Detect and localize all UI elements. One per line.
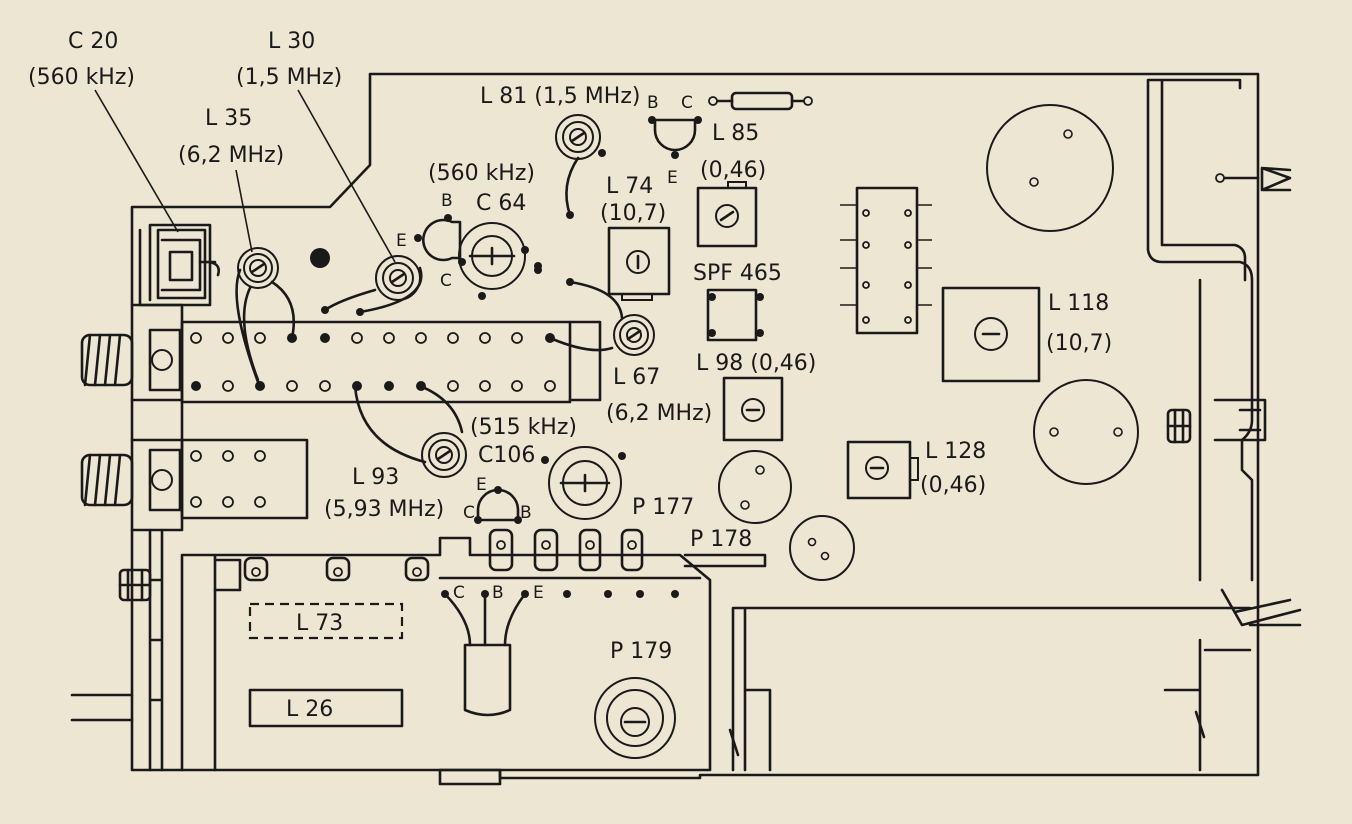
pin-b-top: B xyxy=(647,93,659,113)
solder-lugs xyxy=(243,528,644,582)
label-l93-freq: (5,93 MHz) xyxy=(324,497,444,522)
pin-c-module: C xyxy=(453,583,465,603)
antenna-socket-upper xyxy=(80,333,134,387)
shaft xyxy=(70,693,134,722)
coil-l98 xyxy=(722,376,784,442)
filter-spf465 xyxy=(706,288,758,342)
pin-c-left: C xyxy=(440,271,452,291)
capacitor-small xyxy=(789,515,855,581)
coil-l30 xyxy=(375,255,421,301)
terminal-strip-holes xyxy=(190,332,556,392)
pin-b-left: B xyxy=(441,191,453,211)
capacitor-center xyxy=(718,450,792,524)
left-socket-frame xyxy=(130,303,184,532)
label-l128: L 128 xyxy=(925,439,986,464)
chassis-outline xyxy=(130,72,1260,780)
label-l35: L 35 xyxy=(205,106,252,131)
pin-b-bottom: B xyxy=(520,503,532,523)
label-c64: C 64 xyxy=(476,191,526,216)
label-c64-freq: (560 kHz) xyxy=(428,161,535,186)
label-l98: L 98 (0,46) xyxy=(696,351,816,376)
transistor-bottom xyxy=(474,486,522,524)
right-clamp xyxy=(1198,278,1267,582)
label-l67: L 67 xyxy=(613,365,660,390)
pin-e-bottom: E xyxy=(476,475,487,495)
trimmer-c20 xyxy=(138,223,212,307)
coil-l73-outline xyxy=(248,602,404,640)
capacitor-middle-right xyxy=(1033,379,1139,485)
label-l85-val: (0,46) xyxy=(700,158,766,183)
right-spring-wire xyxy=(1220,588,1302,627)
label-c106-freq: (515 kHz) xyxy=(470,415,577,440)
bottom-right-module xyxy=(731,606,1252,772)
coil-l81 xyxy=(555,114,606,219)
coil-l93 xyxy=(421,432,467,478)
resistor-top xyxy=(730,91,794,111)
label-l67-freq: (6,2 MHz) xyxy=(606,401,712,426)
label-p178: P 178 xyxy=(690,527,752,552)
relay-block xyxy=(855,186,919,335)
coil-l35 xyxy=(237,247,279,289)
label-l30: L 30 xyxy=(268,29,315,54)
right-connector-top xyxy=(1216,166,1292,192)
label-c20: C 20 xyxy=(68,29,118,54)
transistor-top xyxy=(648,116,702,159)
label-l118: L 118 xyxy=(1048,291,1109,316)
right-bracket xyxy=(1146,78,1254,582)
label-c106: C106 xyxy=(478,443,535,468)
label-p177: P 177 xyxy=(632,495,694,520)
label-l81: L 81 (1,5 MHz) xyxy=(480,84,640,109)
antenna-socket-lower xyxy=(80,453,134,507)
label-l93: L 93 xyxy=(352,465,399,490)
trimmer-c64 xyxy=(458,222,526,290)
p178-pad xyxy=(683,553,767,568)
capacitor-top-right xyxy=(986,104,1114,232)
coil-l26-outline xyxy=(248,688,404,728)
trimmer-c106 xyxy=(548,446,622,520)
label-l73: L 73 xyxy=(296,611,343,636)
connector-block-lower xyxy=(180,438,309,520)
right-connector-dot xyxy=(1215,173,1225,183)
label-l85: L 85 xyxy=(712,121,759,146)
pin-c-bottom: C xyxy=(463,503,475,523)
transistor-package-bottom xyxy=(463,643,512,717)
transistor-left xyxy=(414,214,466,266)
label-l74-val: (10,7) xyxy=(600,201,666,226)
label-spf465: SPF 465 xyxy=(693,261,782,286)
coil-l67 xyxy=(613,314,655,356)
label-l26: L 26 xyxy=(286,697,333,722)
terminal-strip xyxy=(180,320,572,404)
mounting-hole xyxy=(310,248,330,268)
pin-c-top: C xyxy=(681,93,693,113)
label-c20-freq: (560 kHz) xyxy=(28,65,135,90)
coil-l118 xyxy=(941,286,1041,383)
coil-l128 xyxy=(846,440,912,500)
right-nut-detail xyxy=(1166,408,1192,444)
label-p179: P 179 xyxy=(610,639,672,664)
label-l128-val: (0,46) xyxy=(920,473,986,498)
pin-e-top: E xyxy=(667,168,678,188)
coil-l118-slug xyxy=(974,317,1008,351)
label-l30-freq: (1,5 MHz) xyxy=(236,65,342,90)
pin-b-module: B xyxy=(492,583,504,603)
pin-e-left: E xyxy=(396,231,407,251)
label-l74: L 74 xyxy=(606,174,653,199)
label-l35-freq: (6,2 MHz) xyxy=(178,143,284,168)
pin-e-module: E xyxy=(533,583,544,603)
potentiometer-p179 xyxy=(594,677,676,759)
label-l118-val: (10,7) xyxy=(1046,331,1112,356)
